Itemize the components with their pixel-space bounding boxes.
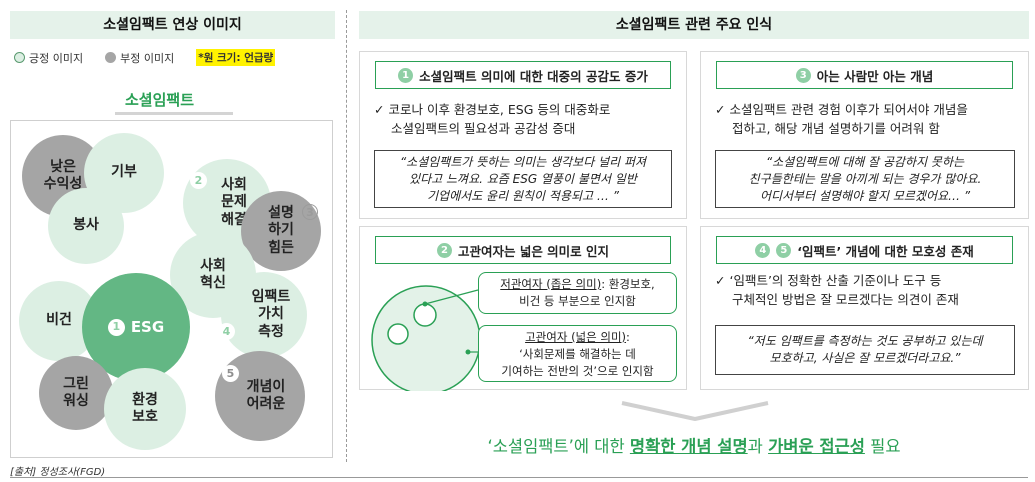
panel-insider-concept: 3 아는 사람만 아는 개념 ✓ 소셜임팩트 관련 경험 이후가 되어서야 개념… [700,51,1029,219]
bubble-hard-concept-label: 개념이 어려운 [246,378,286,413]
conclusion-bold1: 명확한 개념 설명 [629,437,748,456]
panel-45-quote: “저도 임팩트를 측정하는 것도 공부하고 있는데 모호하고, 사실은 잘 모르… [715,325,1015,375]
checkmark-icon: ✓ [374,102,385,117]
conclusion-bold2: 가벼운 접근성 [768,437,865,456]
legend: 긍정 이미지 부정 이미지 *원 크기: 언급량 [14,49,276,66]
panel-3-check-line1: 소셜임팩트 관련 경험 이후가 되어서야 개념을 [729,102,968,117]
panel-public-empathy: 1 소셜임팩트 의미에 대한 대중의 공감도 증가 ✓ 코로나 이후 환경보호,… [359,51,687,219]
left-header: 소셜임팩트 연상 이미지 [10,11,335,39]
negative-legend-dot [105,52,117,63]
panel-45-check-line1: ‘임팩트’의 정확한 산출 기준이나 도구 등 [729,273,942,288]
panel-3-check-line2: 접하고, 해당 개념 설명하기를 어려워 함 [732,121,940,136]
panel-1-checkpoint: ✓ 코로나 이후 환경보호, ESG 등의 대중화로 소셜임팩트의 필요성과 공… [374,100,610,138]
bubble-esg-label: ESG [130,317,165,336]
negative-legend-label: 부정 이미지 [120,51,175,65]
marker-4: 4 [218,323,235,340]
down-chevron-icon [621,401,769,421]
bubble-environment: 환경 보호 [104,368,186,450]
conclusion-part1: ‘소셜임팩트’에 대한 [487,437,630,456]
marker-5: 5 [222,365,239,382]
checkmark-icon: ✓ [715,273,726,288]
narrow-circle [413,303,437,327]
panel-2-title-text: 고관여자는 넓은 의미로 인지 [457,243,610,259]
bottom-rule [10,477,1028,478]
left-subtitle: 소셜임팩트 [125,91,195,109]
conclusion-part3: 필요 [864,437,901,456]
subtitle-underline [115,112,233,115]
panel-3-title-text: 아는 사람만 아는 개념 [816,68,934,84]
positive-legend-dot [14,52,25,63]
narrow-callout: 저관여자 (좁은 의미): 환경보호, 비건 등 부분으로 인지함 [478,272,677,314]
panel-45-title-text: ‘임팩트’ 개념에 대한 모호성 존재 [797,243,974,259]
panel-1-check-line1: 코로나 이후 환경보호, ESG 등의 대중화로 [388,102,611,117]
panel-2-title: 2 고관여자는 넓은 의미로 인지 [375,236,671,264]
panel-45-number-b: 5 [776,242,792,258]
panel-1-title: 1 소셜임팩트 의미에 대한 대중의 공감도 증가 [375,61,671,89]
panel-3-number: 3 [795,67,811,83]
source-note: [출처] 정성조사(FGD) [10,467,106,478]
conclusion-part2: 과 [747,437,769,456]
panel-45-check-line2: 구체적인 방법은 잘 모르겠다는 의견이 존재 [732,292,959,307]
panel-2-number: 2 [436,242,452,258]
bubble-green-washing: 그린 워싱 [39,356,113,430]
checkmark-icon: ✓ [715,102,726,117]
bubble-social-problem-label: 사회 문제 해결 [221,176,247,228]
broad-head: 고관여자 (넓은 의미) [525,330,627,344]
panel-3-title: 3 아는 사람만 아는 개념 [716,61,1013,89]
marker-2: 2 [190,172,207,189]
broad-line3: 기여하는 전반의 것’으로 인지함 [501,364,654,378]
positive-legend-label: 긍정 이미지 [29,51,84,65]
vertical-divider [346,10,347,462]
conclusion: ‘소셜임팩트’에 대한 명확한 개념 설명과 가벼운 접근성 필요 [359,433,1029,457]
panel-45-title: 4 5 ‘임팩트’ 개념에 대한 모호성 존재 [716,236,1013,264]
panel-3-checkpoint: ✓ 소셜임팩트 관련 경험 이후가 되어서야 개념을 접하고, 해당 개념 설명… [715,100,968,138]
narrow-circle-2 [387,323,409,345]
marker-1: 1 [107,318,125,336]
bubble-service: 봉사 [48,188,124,264]
narrow-line2: 비건 등 부분으로 인지함 [519,294,636,308]
panel-1-quote: “소셜임팩트가 뜻하는 의미는 생각보다 널리 퍼져 있다고 느껴요. 요즘 E… [374,150,672,208]
broad-tail: : [626,330,630,344]
bubble-esg: 1 ESG [82,273,190,381]
panel-1-check-line2: 소셜임팩트의 필요성과 공감성 증대 [391,121,576,136]
broad-line2: ‘사회문제를 해결하는 데 [519,347,636,361]
panel-45-checkpoint: ✓ ‘임팩트’의 정확한 산출 기준이나 도구 등 구체적인 방법은 잘 모르겠… [715,271,959,309]
broad-callout: 고관여자 (넓은 의미): ‘사회문제를 해결하는 데 기여하는 전반의 것’으… [478,325,677,382]
bubble-hard-concept: 5 개념이 어려운 [215,351,305,441]
panel-45-number-a: 4 [755,242,771,258]
size-note: *원 크기: 언급량 [196,49,276,66]
narrow-tail: : 환경보호, [601,277,655,291]
marker-3: 3 [302,204,318,220]
right-header: 소셜임팩트 관련 주요 인식 [359,11,1029,39]
narrow-head: 저관여자 (좁은 의미) [500,277,602,291]
panel-1-number: 1 [398,67,414,83]
bubble-area: 낮은 수익성 기부 봉사 2 사회 문제 해결 설명 하기 힘든 3 사회 혁신… [10,120,333,458]
bubble-impact-value: 4 임팩트 가치 측정 [218,272,307,358]
panel-broad-meaning: 2 고관여자는 넓은 의미로 인지 저관여자 (좁은 의미): 환경보호, 비건… [359,226,687,391]
panel-1-title-text: 소셜임팩트 의미에 대한 대중의 공감도 증가 [419,68,648,84]
bubble-impact-value-label: 임팩트 가치 측정 [251,288,291,340]
panel-3-quote: “소셜임팩트에 대해 잘 공감하지 못하는 친구들한테는 말을 아끼게 되는 경… [715,150,1015,208]
panel-impact-ambiguity: 4 5 ‘임팩트’ 개념에 대한 모호성 존재 ✓ ‘임팩트’의 정확한 산출 … [700,226,1029,390]
